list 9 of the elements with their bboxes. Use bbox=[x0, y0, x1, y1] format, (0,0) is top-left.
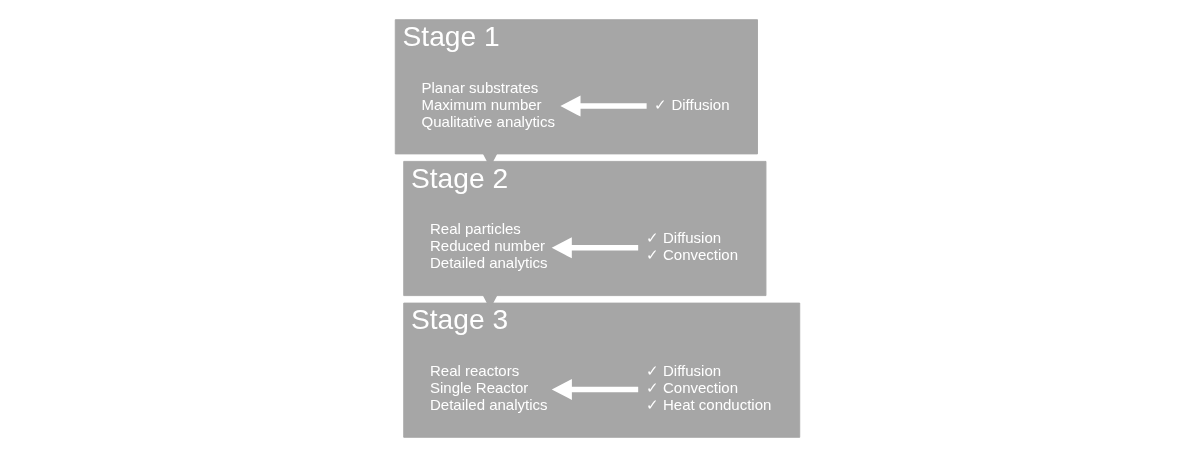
node-text: ✓ Diffusion bbox=[653, 95, 730, 113]
arrow bbox=[559, 95, 647, 117]
node-text: ✓ Diffusion ✓ Convection bbox=[645, 228, 738, 263]
node-text: Real particles Reduced number Detailed analytics bbox=[429, 220, 548, 272]
arrow bbox=[551, 378, 638, 400]
arrow bbox=[551, 237, 638, 259]
node-text: ✓ Diffusion ✓ Convection ✓ Heat conduction bbox=[645, 362, 771, 413]
node-text: Real reactors Single Reactor Detailed analytics bbox=[429, 362, 548, 413]
node-text: Planar substrates Maximum number Qualitative analytics bbox=[421, 78, 555, 130]
